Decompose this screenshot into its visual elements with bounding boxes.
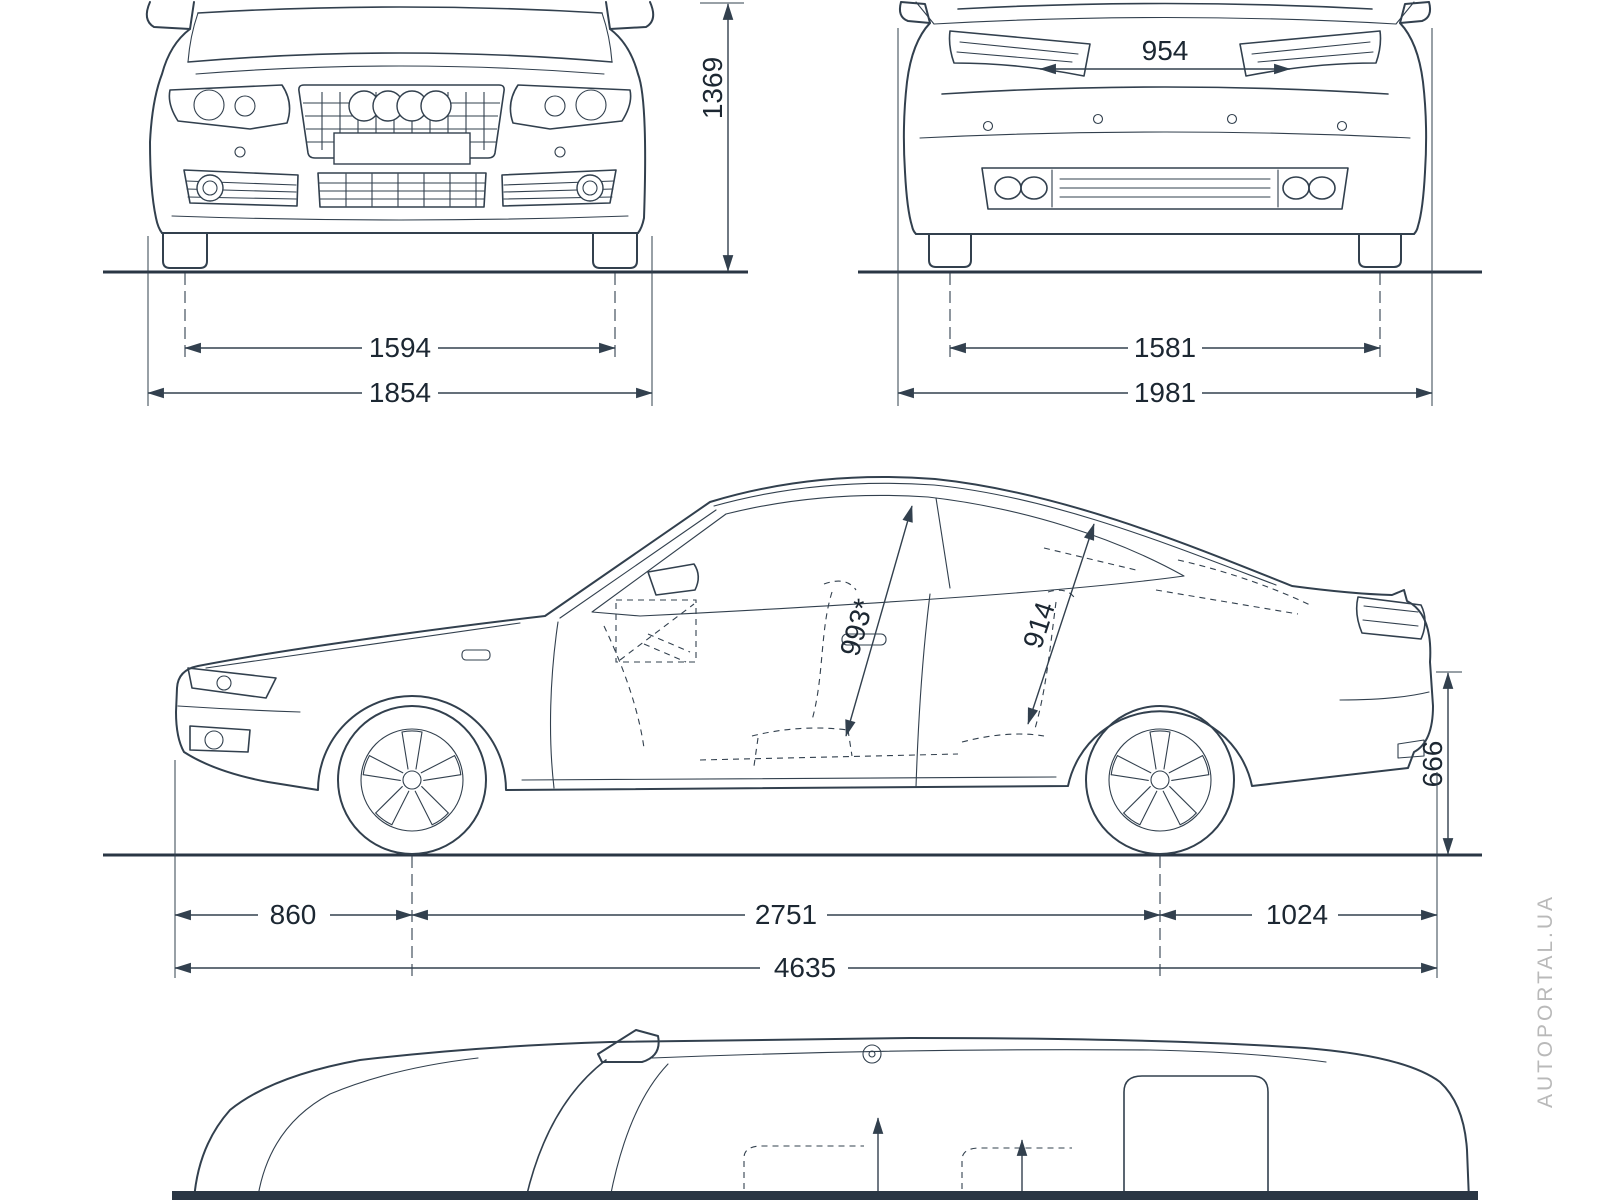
dim-label-front-width: 1854 <box>369 377 431 408</box>
rear-left-tire <box>928 233 972 268</box>
front-headlights <box>168 84 632 130</box>
dim-label-rear-height: 666 <box>1417 741 1448 788</box>
fender-vent <box>461 649 491 661</box>
top-body-outline <box>193 1037 1470 1200</box>
dim-label-front-overhang: 860 <box>270 899 317 930</box>
dim-label-length: 4635 <box>774 952 836 983</box>
rear-wheel <box>1085 705 1235 855</box>
side-mirror <box>647 563 700 596</box>
dim-rear-inner-width: 954 <box>1039 35 1291 75</box>
dim-rear-headroom: 914 <box>1017 523 1095 725</box>
front-grille <box>298 84 505 165</box>
cutoff-band <box>172 1191 1478 1200</box>
dim-rear-height: 666 <box>1417 671 1462 855</box>
dim-front-track: 1594 <box>184 273 616 363</box>
license-plate <box>333 132 471 165</box>
side-view-drawing <box>103 476 1482 857</box>
dim-front-height: 1369 <box>697 2 744 272</box>
dim-rear-track: 1581 <box>949 273 1381 363</box>
side-headlight <box>187 667 277 699</box>
exhaust-tips <box>994 176 1336 200</box>
roof-antenna <box>862 1044 882 1064</box>
audi-rings-icon <box>348 90 452 122</box>
top-mirror <box>597 1029 660 1063</box>
rear-left-mirror <box>898 1 931 24</box>
dim-overall-length: 4635 <box>174 952 1438 983</box>
front-lower-intakes <box>183 169 617 208</box>
top-interior-dashed <box>743 1145 1072 1200</box>
dim-label-front-track: 1594 <box>369 332 431 363</box>
dim-front-headroom: 993* <box>834 505 913 737</box>
rear-diffuser <box>981 167 1349 210</box>
front-right-tire <box>592 232 638 269</box>
side-foglight <box>189 725 251 753</box>
front-left-mirror <box>145 1 195 30</box>
side-taillight <box>1355 596 1426 640</box>
watermark: AUTOPORTAL.UA <box>1534 894 1557 1108</box>
dim-front-overhang: 860 <box>174 760 413 978</box>
dim-front-width: 1854 <box>147 236 653 408</box>
front-left-tire <box>162 232 208 269</box>
rear-right-mirror <box>1399 1 1432 24</box>
rear-window-outline <box>1123 1075 1269 1200</box>
rear-view-drawing <box>858 1 1482 274</box>
front-right-mirror <box>605 1 655 30</box>
interior-dashed-lines <box>603 547 1313 767</box>
side-body-outline <box>175 476 1434 791</box>
dim-label-wheelbase: 2751 <box>755 899 817 930</box>
dim-label-rear-width: 1981 <box>1134 377 1196 408</box>
rear-right-tire <box>1358 233 1402 268</box>
dim-label-front-height: 1369 <box>697 57 728 119</box>
front-view-drawing <box>103 1 748 274</box>
dim-rear-width: 1981 <box>897 28 1433 408</box>
dim-label-rear-inner: 954 <box>1142 35 1189 66</box>
dim-rear-overhang: 1024 <box>1159 772 1438 978</box>
front-wheel <box>337 705 487 855</box>
dim-label-rear-track: 1581 <box>1134 332 1196 363</box>
dim-wheelbase: 2751 <box>411 899 1161 930</box>
exhaust-tip-side <box>1397 739 1425 759</box>
dim-label-rear-overhang: 1024 <box>1266 899 1328 930</box>
top-view-drawing <box>172 1029 1478 1200</box>
